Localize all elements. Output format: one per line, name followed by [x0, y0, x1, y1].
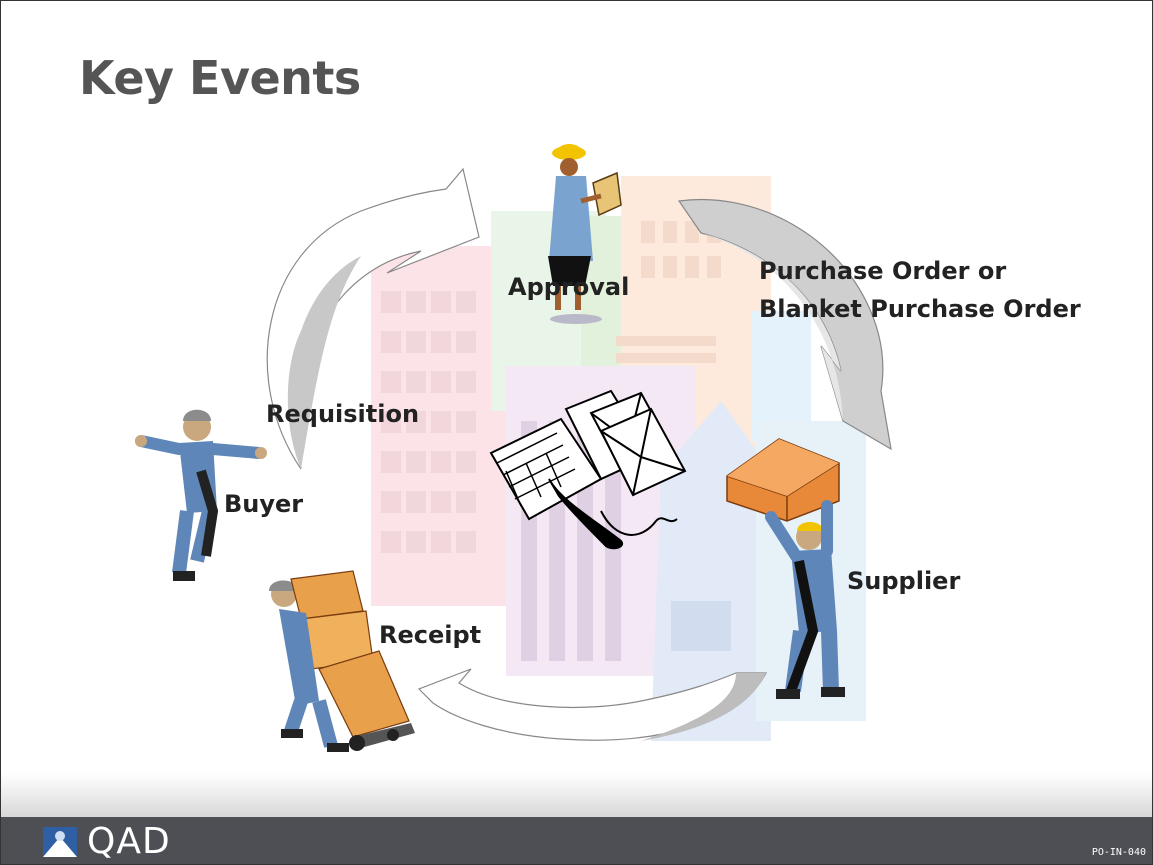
key-events-diagram	[135, 144, 892, 752]
buildings-background	[371, 176, 866, 741]
supplier-label: Supplier	[847, 567, 961, 595]
purchase-order-label-line1: Purchase Order or	[759, 257, 1007, 285]
documents-phone-icon	[489, 389, 687, 550]
page-title: Key Events	[79, 51, 361, 105]
receipt-label: Receipt	[379, 621, 482, 649]
qad-logo-icon	[43, 827, 77, 857]
footer-bar	[1, 817, 1152, 864]
purchase-order-label-line2: Blanket Purchase Order	[759, 295, 1081, 323]
receiver-figure	[269, 570, 415, 752]
approval-label: Approval	[508, 273, 630, 301]
buyer-label: Buyer	[224, 490, 304, 518]
brand-name: QAD	[87, 821, 171, 862]
cycle-arrow	[266, 167, 892, 741]
buyer-figure	[135, 409, 267, 581]
footer-gradient	[1, 773, 1152, 817]
requisition-label: Requisition	[266, 400, 420, 428]
slide-code: PO-IN-040	[1091, 847, 1146, 858]
approver-figure	[548, 144, 622, 324]
supplier-figure	[726, 438, 845, 699]
